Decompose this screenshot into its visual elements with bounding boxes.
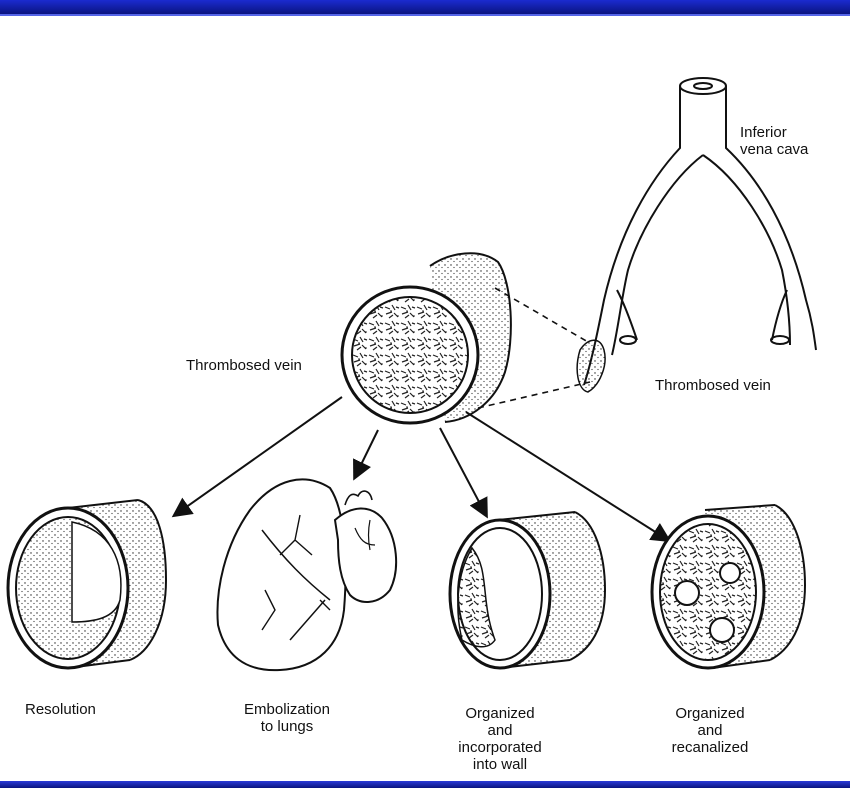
label-thrombosed-vein-center: Thrombosed vein bbox=[186, 357, 302, 374]
label-embolization: Embolization to lungs bbox=[222, 701, 352, 735]
label-organized-recanalized: Organized and recanalized bbox=[650, 705, 770, 756]
label-inferior-vena-cava: Inferior vena cava bbox=[740, 124, 808, 158]
thrombus-in-leg-vein bbox=[577, 340, 605, 392]
organized-incorporated-vein bbox=[450, 512, 605, 668]
label-thrombosed-vein-ivc: Thrombosed vein bbox=[655, 377, 771, 394]
center-thrombosed-vein bbox=[342, 253, 511, 423]
organized-recanalized-vein bbox=[652, 505, 805, 668]
bottom-frame-bar bbox=[0, 781, 850, 788]
resolution-vein bbox=[8, 500, 166, 668]
label-organized-incorporated: Organized and incorporated into wall bbox=[440, 705, 560, 773]
lungs-and-heart bbox=[217, 479, 396, 670]
label-resolution: Resolution bbox=[25, 701, 96, 718]
